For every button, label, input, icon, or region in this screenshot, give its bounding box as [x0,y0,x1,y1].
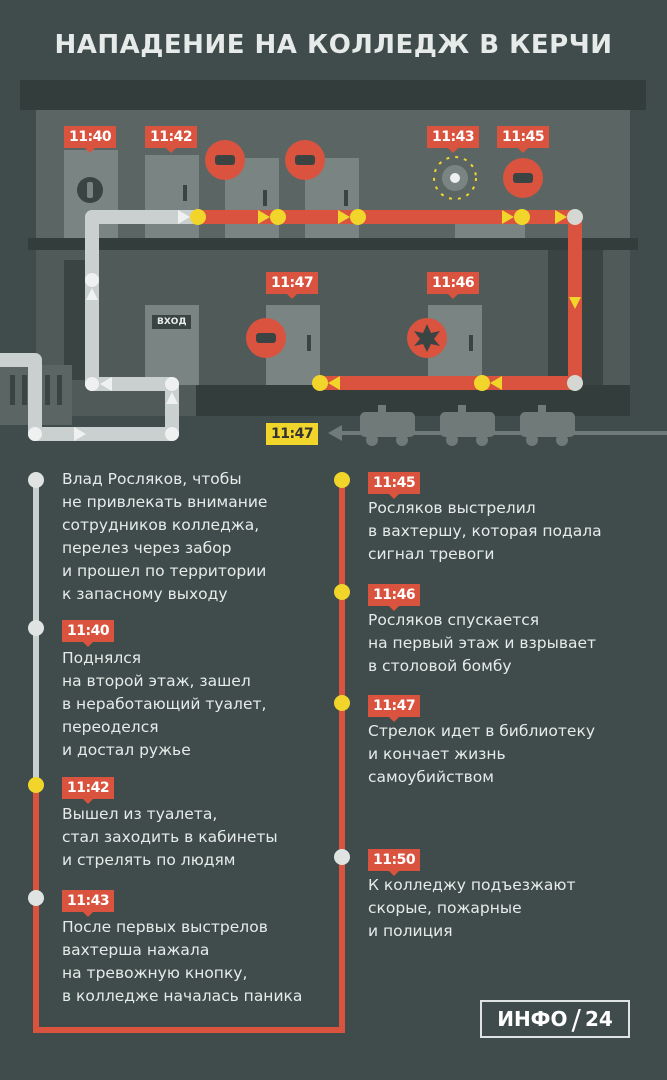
timeline-text: Росляков выстрелил в вахтершу, которая п… [368,499,602,563]
logo-left: ИНФО [497,1007,568,1031]
page-title: НАПАДЕНИЕ НА КОЛЛЕДЖ В КЕРЧИ [54,30,613,60]
time-badge: 11:43 [427,126,480,153]
timeline-text: Стрелок идет в библиотеку и кончает жизн… [368,722,596,786]
logo-right: 24 [584,1007,613,1031]
bullet-icon [503,158,543,198]
logo: ИНФО / 24 [480,1000,630,1038]
bullet-icon [205,140,245,180]
timeline-text: Поднялся на второй этаж, зашел в неработ… [62,649,267,759]
time-badge: 11:47 [266,272,319,299]
time-badge: 11:43 [62,890,115,917]
time-badge: 11:46 [368,584,421,611]
timeline-text: После первых выстрелов вахтерша нажала н… [62,918,303,1005]
time-badge: 11:45 [497,126,550,153]
bullet-icon [246,318,286,358]
alarm-icon [433,156,477,200]
time-badge: 11:45 [368,472,421,499]
timeline-text: Росляков спускается на первый этаж и взр… [368,611,597,675]
logo-slash: / [571,1002,581,1036]
time-badge-arrival: 11:47 [266,423,319,445]
time-badge: 11:40 [64,126,117,153]
bullet-icon [285,140,325,180]
time-badge: 11:42 [145,126,198,153]
timeline-text: Влад Росляков, чтобы не привлекать внима… [62,470,268,603]
time-badge: 11:46 [427,272,480,299]
time-badge: 11:47 [368,695,421,722]
bomb-explosion-icon [407,318,447,358]
entrance-sign: ВХОД [152,315,192,329]
time-badge: 11:40 [62,620,115,647]
time-badge: 11:42 [62,777,115,804]
ambulance-icon [360,405,575,446]
timeline-text: Вышел из туалета, стал заходить в кабине… [62,805,278,869]
timeline-text: К колледжу подъезжают скорые, пожарные и… [368,876,576,940]
time-badge: 11:50 [368,849,421,876]
